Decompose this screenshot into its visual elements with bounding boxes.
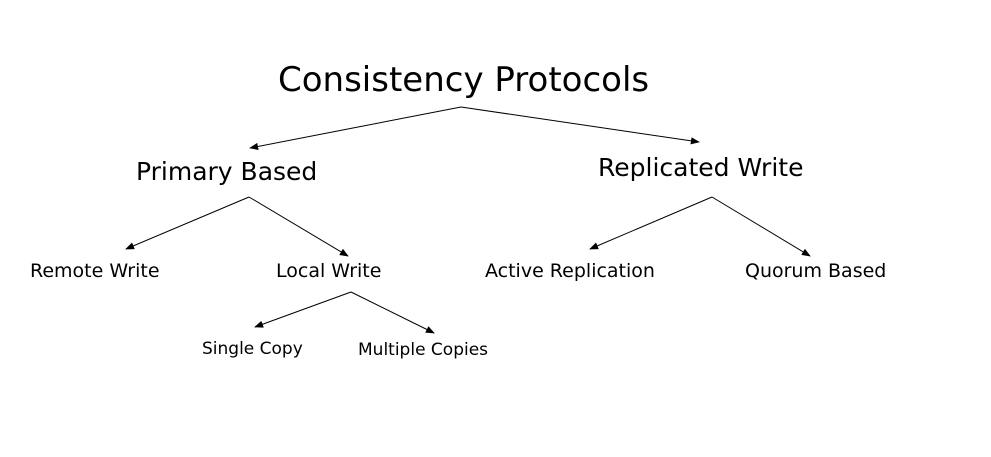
node-remote-write: Remote Write bbox=[30, 260, 160, 282]
arrow-primary-to-remote-write bbox=[125, 196, 250, 250]
node-local-write: Local Write bbox=[276, 260, 382, 282]
arrow-primary-to-local-write bbox=[248, 196, 349, 257]
node-quorum-based: Quorum Based bbox=[745, 260, 887, 282]
arrow-replicated-to-quorum-based bbox=[711, 196, 811, 257]
node-multiple-copies: Multiple Copies bbox=[358, 340, 489, 360]
node-primary-based: Primary Based bbox=[136, 157, 318, 186]
arrow-root-to-primary-based bbox=[249, 106, 462, 150]
node-active-replication: Active Replication bbox=[485, 260, 655, 282]
arrow-root-to-replicated-write bbox=[460, 106, 700, 145]
arrow-local-to-single-copy bbox=[254, 291, 352, 328]
node-single-copy: Single Copy bbox=[202, 339, 303, 359]
arrow-local-to-multiple-copies bbox=[350, 291, 435, 334]
root-node-title: Consistency Protocols bbox=[278, 60, 650, 100]
arrow-replicated-to-active-replication bbox=[589, 196, 713, 250]
node-replicated-write: Replicated Write bbox=[598, 153, 804, 182]
